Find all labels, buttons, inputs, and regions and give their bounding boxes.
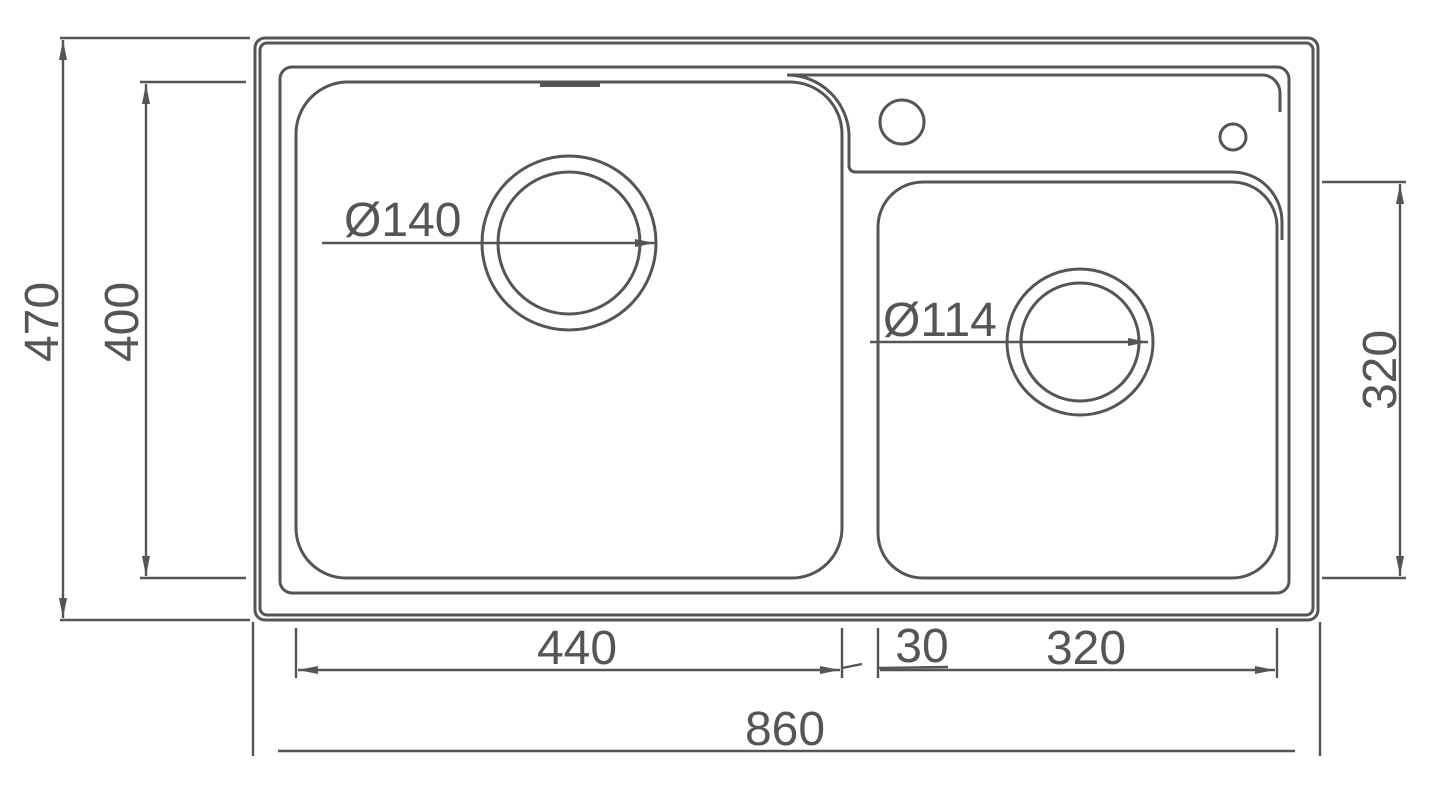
right-bowl-width-label: 320	[1046, 622, 1126, 675]
divider-width-label: 30	[895, 620, 948, 673]
bowl-depth-right-label: 320	[1354, 330, 1407, 410]
overall-width-label: 860	[745, 703, 825, 756]
dimension-overall-depth: 470	[16, 36, 250, 622]
dimension-bowl-depth-right: 320	[1322, 180, 1407, 580]
dimension-bowl-depth-left: 400	[96, 80, 246, 580]
inner-rim	[278, 65, 1291, 595]
right-bowl: Ø114	[870, 180, 1279, 580]
left-drain-diameter-label: Ø140	[344, 194, 461, 247]
overflow-slot	[540, 82, 600, 87]
dimension-overall-width: 860	[251, 622, 1322, 756]
bowl-depth-left-label: 400	[96, 282, 149, 362]
left-bowl: Ø140	[294, 73, 856, 580]
tap-hole	[878, 98, 926, 146]
divider-ledge-edge	[786, 73, 856, 174]
outer-rim-inner	[258, 41, 1315, 617]
left-bowl-width-label: 440	[537, 622, 617, 675]
overall-depth-label: 470	[16, 282, 69, 362]
dimension-bowl-widths: 440 30 320	[294, 620, 1279, 678]
accessory-hole	[1218, 122, 1248, 152]
deck	[787, 73, 1284, 240]
right-drain-diameter-label: Ø114	[883, 294, 997, 347]
outer-rim	[253, 36, 1320, 622]
sink-outline	[253, 36, 1320, 622]
